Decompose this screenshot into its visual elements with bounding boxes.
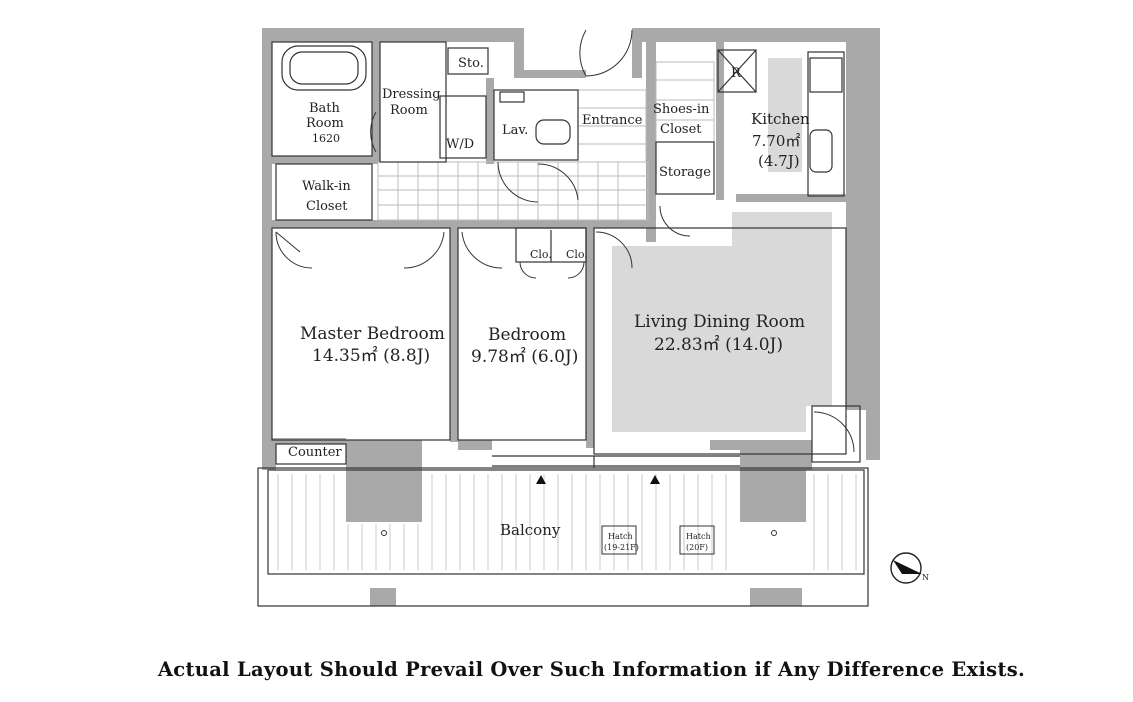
compass-label: N: [922, 573, 929, 582]
bath-label-2: Room: [306, 116, 344, 131]
shoes-closet-label-1: Shoes-in: [653, 102, 710, 117]
compass-icon: N: [890, 552, 929, 584]
hallway-tiles: [377, 61, 715, 221]
balcony-label: Balcony: [500, 521, 561, 539]
master-bedroom-name: Master Bedroom: [300, 324, 445, 344]
bath-label-1: Bath: [309, 101, 341, 116]
outer-walls: [262, 28, 880, 606]
dressing-label-1: Dressing: [382, 87, 441, 102]
hatch2-label-1: Hatch: [686, 532, 711, 541]
walkin-closet-label-2: Closet: [306, 199, 348, 214]
living-dining-fill: [612, 212, 832, 432]
counter-label: Counter: [288, 445, 342, 460]
drain-markers: [381, 530, 777, 536]
hatch2-label-2: (20F): [686, 543, 708, 552]
room-outlines: [257, 41, 869, 607]
closet-right-label: Clo.: [566, 248, 588, 261]
hatch1-label-2: (19-21F): [604, 543, 639, 552]
kitchen-tatami: (4.7J): [758, 152, 800, 170]
living-dining-area: 22.83㎡ (14.0J): [654, 335, 783, 355]
master-bedroom-area: 14.35㎡ (8.8J): [312, 346, 430, 366]
window-markers: [536, 475, 660, 484]
walkin-closet-label-1: Walk-in: [302, 179, 351, 194]
hatches: [601, 525, 715, 555]
interior-walls: [272, 40, 846, 450]
dressing-label-2: Room: [390, 103, 428, 118]
bedroom-area: 9.78㎡ (6.0J): [471, 347, 578, 367]
kitchen-area: 7.70㎡: [752, 132, 800, 150]
washer-label: W/D: [446, 137, 474, 152]
bath-label-3: 1620: [312, 132, 340, 145]
shoes-closet-label-2: Closet: [660, 122, 702, 137]
storage-label: Storage: [659, 165, 711, 180]
fridge-label: R: [731, 66, 742, 81]
kitchen-island: [768, 58, 802, 172]
kitchen-name: Kitchen: [751, 110, 810, 128]
bedroom-name: Bedroom: [488, 325, 566, 345]
entrance-label: Entrance: [582, 113, 643, 128]
lavatory-label: Lav.: [502, 123, 528, 138]
disclaimer-text: Actual Layout Should Prevail Over Such I…: [157, 658, 1026, 681]
hatch1-label-1: Hatch: [608, 532, 633, 541]
door-swings: [275, 29, 855, 453]
storage-small-label: Sto.: [458, 56, 484, 71]
closet-left-label: Clo.: [530, 248, 552, 261]
living-dining-name: Living Dining Room: [634, 312, 805, 332]
